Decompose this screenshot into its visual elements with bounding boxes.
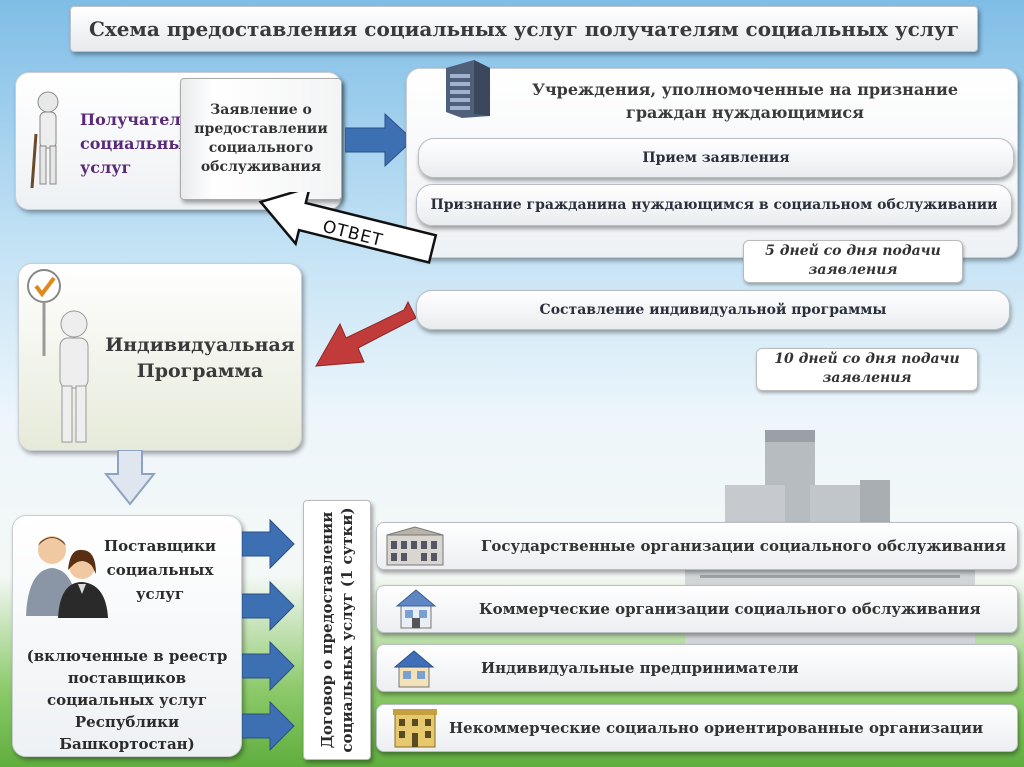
arrow-right-icon xyxy=(242,640,295,692)
office-building-icon xyxy=(446,60,490,118)
org-individual: Индивидуальные предприниматели xyxy=(376,644,1018,692)
individual-program-label: Индивидуальная Программа xyxy=(105,334,295,382)
arrow-right-icon xyxy=(242,700,295,752)
step-receive-application: Прием заявления xyxy=(418,138,1014,178)
providers-detail: (включенные в реестр поставщиков социаль… xyxy=(26,647,228,753)
org-commercial: Коммерческие организации социального обс… xyxy=(376,585,1018,633)
step-recognition: Признание гражданина нуждающимся в социа… xyxy=(416,184,1012,226)
contract-label: Договор о предоставлении социальных услу… xyxy=(318,507,356,753)
arrow-down-icon xyxy=(104,450,156,506)
page-title: Схема предоставления социальных услуг по… xyxy=(70,6,978,52)
recipient-label: Получатель социальных услуг xyxy=(80,110,194,177)
person-with-checkmark-sign-icon xyxy=(27,269,89,443)
deadline-note-5-days: 5 дней со дня подачи заявления xyxy=(743,240,963,283)
org-government: Государственные организации социального … xyxy=(376,522,1018,570)
org-commercial-label: Коммерческие организации социального обс… xyxy=(479,600,981,618)
arrow-right-icon xyxy=(345,112,414,168)
providers-title: Поставщики социальных услуг xyxy=(103,537,217,603)
elderly-person-icon xyxy=(30,91,59,189)
step-compose-program: Составление индивидуальной программы xyxy=(416,290,1010,330)
arrow-left-down-icon xyxy=(315,300,416,367)
arrow-right-icon xyxy=(242,580,295,632)
government-building-icon xyxy=(386,526,444,566)
contract-label-box: Договор о предоставлении социальных услу… xyxy=(303,500,371,760)
application-document: Заявление о предоставлении социального о… xyxy=(180,78,342,200)
answer-arrow-icon xyxy=(258,192,438,265)
org-government-label: Государственные организации социального … xyxy=(481,537,1006,555)
org-nonprofit: Некоммерческие социально ориентированные… xyxy=(376,704,1018,752)
org-nonprofit-label: Некоммерческие социально ориентированные… xyxy=(449,719,984,737)
deadline-note-10-days: 10 дней со дня подачи заявления xyxy=(756,348,978,391)
org-individual-label: Индивидуальные предприниматели xyxy=(481,659,799,677)
people-icon xyxy=(26,536,108,618)
cottage-icon xyxy=(393,650,435,688)
yellow-building-icon xyxy=(393,709,437,748)
institutions-heading: Учреждения, уполномоченные на признание … xyxy=(531,80,959,122)
house-icon xyxy=(395,589,437,629)
arrow-right-icon xyxy=(242,518,295,570)
